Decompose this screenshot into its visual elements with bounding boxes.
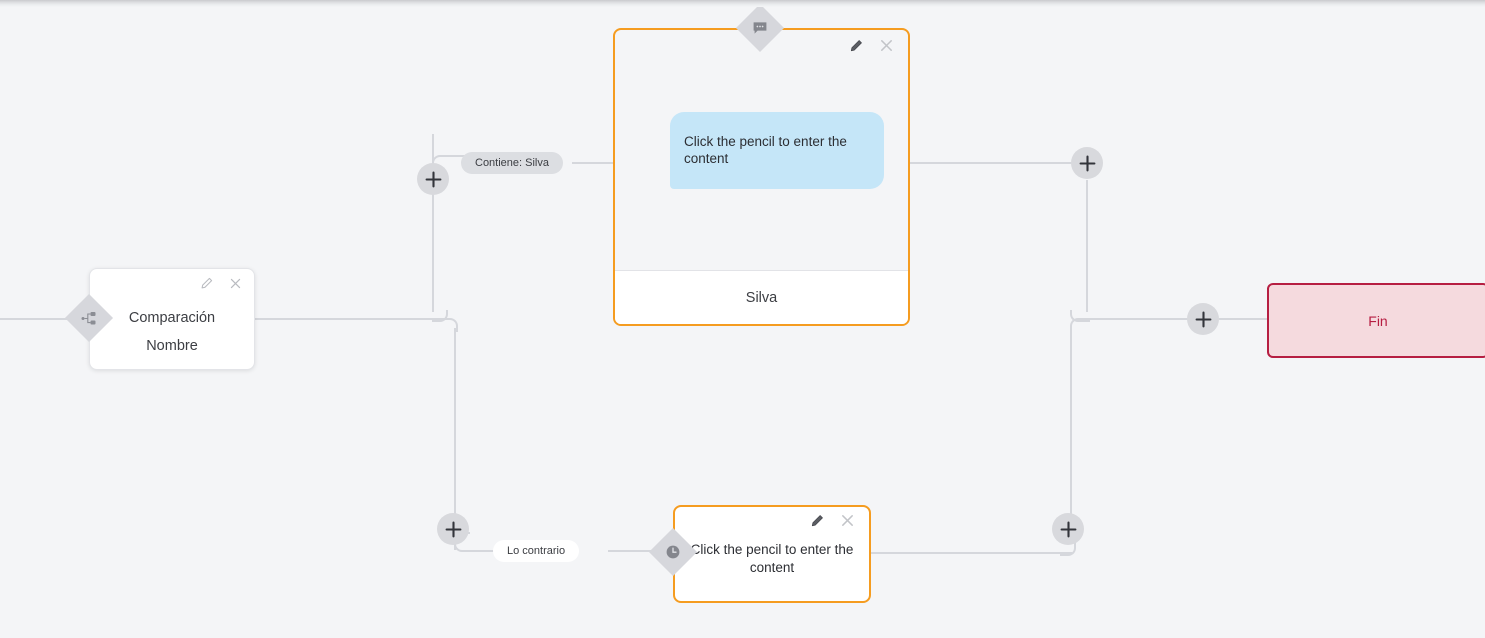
edge-label-to-small-card: [608, 550, 660, 552]
edge-lower-vertical: [1070, 330, 1072, 514]
condition-card-text: Click the pencil to enter the content: [690, 542, 854, 575]
pencil-icon[interactable]: [849, 39, 863, 58]
top-shadow-strip: [0, 0, 1485, 7]
edge-down-vertical: [454, 328, 456, 522]
branch-label-true-text: Contiene: Silva: [475, 157, 549, 169]
add-node-top-left[interactable]: [417, 163, 449, 195]
comparacion-title: Comparación: [128, 310, 216, 326]
speech-bubble-icon: [751, 19, 769, 37]
edge-to-label-top: [446, 155, 466, 157]
edge-decision-out: [254, 318, 446, 320]
hierarchy-badge[interactable]: [64, 293, 114, 343]
condition-card[interactable]: Click the pencil to enter the content: [673, 505, 871, 603]
card-actions: [810, 513, 855, 533]
pencil-icon[interactable]: [200, 277, 213, 295]
edge-corner-down: [446, 318, 458, 332]
branch-label-false[interactable]: Lo contrario: [493, 540, 580, 562]
clock-icon: [664, 543, 682, 561]
edge-small-card-out: [870, 552, 1072, 554]
comparacion-body: Comparación Nombre: [90, 305, 254, 360]
card-actions: [849, 38, 894, 58]
end-node-label: Fin: [1368, 312, 1388, 329]
branch-label-true[interactable]: Contiene: Silva: [461, 152, 563, 174]
pencil-icon[interactable]: [810, 514, 824, 533]
edge-small-card-corner: [1060, 542, 1076, 556]
message-card-footer-label: Silva: [745, 289, 778, 306]
message-bubble-text: Click the pencil to enter the content: [684, 133, 847, 166]
add-node-bottom-right[interactable]: [1052, 513, 1084, 545]
close-icon[interactable]: [879, 38, 894, 58]
edge-plus-to-end: [1219, 318, 1267, 320]
message-card[interactable]: Click the pencil to enter the content Si…: [613, 28, 910, 326]
edge-corner-up: [432, 310, 448, 322]
hierarchy-icon: [80, 309, 98, 327]
edge-entry: [0, 318, 72, 320]
edge-top-corner: [432, 155, 450, 167]
edge-top-stub: [432, 134, 434, 168]
add-node-bottom-left[interactable]: [437, 513, 469, 545]
close-icon[interactable]: [840, 513, 855, 533]
edge-lower-corner: [1070, 318, 1088, 334]
add-node-end[interactable]: [1187, 303, 1219, 335]
add-node-top-right[interactable]: [1071, 147, 1103, 179]
edge-to-label-bottom: [468, 550, 496, 552]
comparacion-node[interactable]: Comparación Nombre: [89, 268, 255, 370]
edge-label-to-card: [572, 162, 614, 164]
edge-up-vertical: [432, 194, 434, 312]
node-actions: [200, 277, 242, 295]
comparacion-subtitle: Nombre: [146, 337, 198, 354]
edge-right-vertical: [1086, 180, 1088, 312]
message-bubble[interactable]: Click the pencil to enter the content: [670, 112, 884, 189]
edge-card-to-plus: [906, 162, 1072, 164]
close-icon[interactable]: [229, 277, 242, 295]
edge-merge-to-end: [1084, 318, 1188, 320]
message-card-footer: Silva: [615, 270, 908, 324]
clock-badge[interactable]: [648, 527, 698, 577]
branch-label-false-text: Lo contrario: [507, 545, 566, 557]
end-node[interactable]: Fin: [1267, 283, 1485, 358]
speech-bubble-badge[interactable]: [735, 3, 785, 53]
